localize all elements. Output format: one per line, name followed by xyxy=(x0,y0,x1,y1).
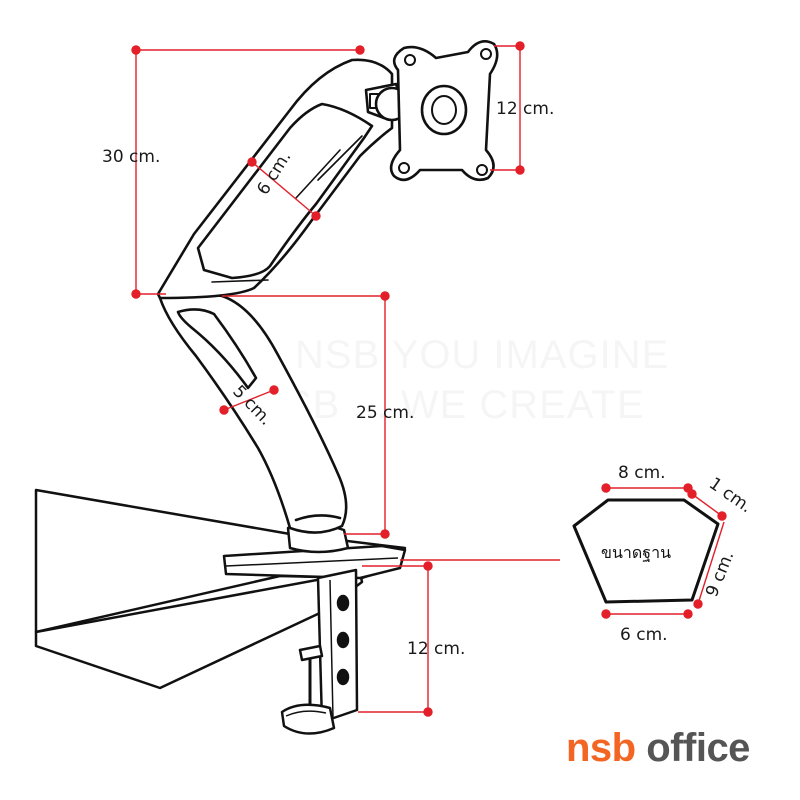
dimension-lines xyxy=(131,41,560,717)
lower-arm xyxy=(158,291,348,534)
watermark-line-1: NSB YOU IMAGINE xyxy=(295,333,669,377)
clamp-bottom-pad xyxy=(280,703,336,735)
base-top-width: 8 cm. xyxy=(618,463,666,483)
clamp-bracket xyxy=(316,568,359,724)
logo-product: office xyxy=(646,726,750,770)
dim-vesa-height: 12 cm. xyxy=(496,99,554,119)
logo-brand: nsb xyxy=(566,726,636,770)
clamp-hole-3 xyxy=(336,668,350,686)
vesa-hole-br xyxy=(476,164,488,176)
base-corner: 1 cm. xyxy=(705,474,755,518)
vesa-hole-tl xyxy=(404,54,416,66)
nsb-office-logo: nsb office xyxy=(566,728,750,768)
base-shape-label: ขนาดฐาน xyxy=(601,543,671,562)
vesa-hole-tr xyxy=(480,48,492,60)
lower-arm-slot xyxy=(176,308,258,390)
watermark: NSB YOU IMAGINE NSB ... WE CREATE xyxy=(255,333,669,427)
desk-clamp xyxy=(222,523,407,735)
lower-arm-body xyxy=(158,291,348,534)
upper-arm-panel xyxy=(196,102,374,280)
base-bottom-width: 6 cm. xyxy=(620,625,668,645)
vesa-plate xyxy=(389,40,499,182)
dim-lower-arm-height: 25 cm. xyxy=(356,403,414,423)
base-shape: ขนาดฐาน 8 cm. 1 cm. 9 cm. 6 cm. xyxy=(572,463,756,645)
upper-arm xyxy=(156,58,410,300)
vesa-hole-bl xyxy=(398,162,410,174)
base-shape-outline xyxy=(572,498,720,604)
clamp-hole-1 xyxy=(336,594,350,612)
clamp-hole-2 xyxy=(336,631,350,649)
dim-clamp-height: 12 cm. xyxy=(407,639,465,659)
dim-upper-arm-height: 30 cm. xyxy=(102,147,160,167)
